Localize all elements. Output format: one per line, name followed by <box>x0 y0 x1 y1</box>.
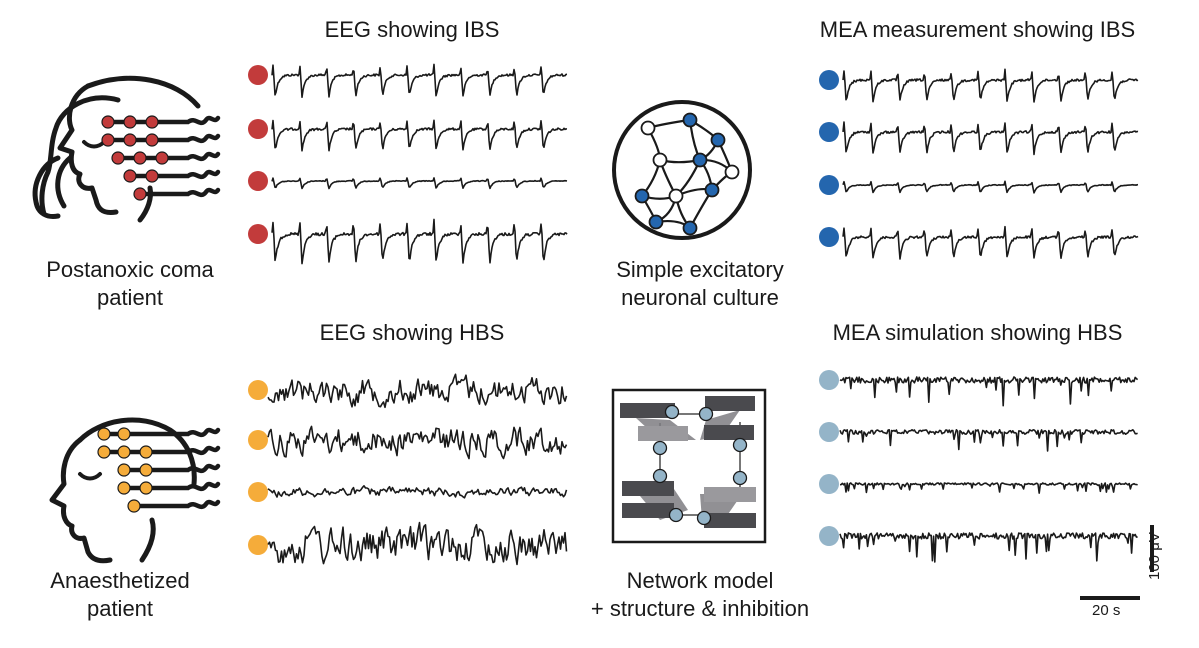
mea-hbs-trace-1 <box>839 376 1139 407</box>
hbs-eeg-trace-3 <box>267 485 568 499</box>
mea-simulation-title: MEA simulation showing HBS <box>832 320 1123 345</box>
culture-dish-icon <box>612 100 752 240</box>
culture-label-line1: Simple excitatory <box>616 257 784 282</box>
culture-neuron-soma <box>640 120 656 136</box>
mea-hbs-trace-3 <box>839 482 1138 494</box>
model-label-line1: Network model <box>626 568 774 593</box>
mea-ibs-trace-3 <box>842 180 1139 194</box>
ibs-eeg-trace-1 <box>271 63 568 98</box>
culture-neuron-soma <box>682 220 698 236</box>
mea-ibs-trace-1 <box>842 68 1139 103</box>
network-model-icon <box>611 388 767 544</box>
culture-neuron-soma <box>710 132 726 148</box>
mea-measurement-title: MEA measurement showing IBS <box>819 17 1136 42</box>
culture-neuron-soma <box>668 188 684 204</box>
hbs-eeg-title: EEG showing HBS <box>319 320 505 345</box>
anaesthetized-label-line1: Anaesthetized <box>50 568 190 593</box>
model-label-line2: + structure & inhibition <box>590 596 810 621</box>
culture-neuron-soma <box>652 152 668 168</box>
anaesth-electrodes <box>97 427 153 513</box>
ibs-eeg-channel-dots <box>248 65 268 244</box>
culture-label-line2: neuronal culture <box>621 285 779 310</box>
anaesth-electrode-wires <box>101 427 221 510</box>
mea-hbs-channel-dots <box>819 370 839 546</box>
hbs-eeg-trace-1 <box>267 373 568 409</box>
hbs-eeg-channel-dots <box>248 380 268 555</box>
coma-head-icon <box>32 75 201 223</box>
coma-patient-label-line2: patient <box>96 285 164 310</box>
coma-electrode-wires <box>105 115 221 198</box>
mea-ibs-trace-2 <box>842 121 1139 156</box>
coma-patient-label-line1: Postanoxic coma <box>46 257 214 282</box>
hbs-eeg-trace-2 <box>267 425 568 460</box>
culture-neuron-soma <box>648 214 664 230</box>
ibs-eeg-title: EEG showing IBS <box>324 17 500 42</box>
mea-ibs-trace-4 <box>842 225 1139 260</box>
mea-hbs-trace-2 <box>839 429 1138 452</box>
time-scale-label: 20 s <box>1092 602 1121 619</box>
hbs-eeg-trace-4 <box>267 521 568 566</box>
coma-electrodes <box>101 115 169 201</box>
mea-ibs-channel-dots <box>819 70 839 247</box>
culture-neuron-soma <box>692 152 708 168</box>
anaesth-head-icon <box>49 417 197 564</box>
anaesthetized-label-line2: patient <box>86 596 154 621</box>
culture-neuron-soma <box>682 112 698 128</box>
ibs-eeg-trace-4 <box>271 218 568 265</box>
culture-neuron-soma <box>724 164 740 180</box>
mea-hbs-trace-4 <box>839 532 1138 563</box>
ibs-eeg-trace-3 <box>271 177 568 190</box>
ibs-eeg-trace-2 <box>271 119 568 152</box>
culture-neuron-soma <box>634 188 650 204</box>
culture-neuron-soma <box>704 182 720 198</box>
